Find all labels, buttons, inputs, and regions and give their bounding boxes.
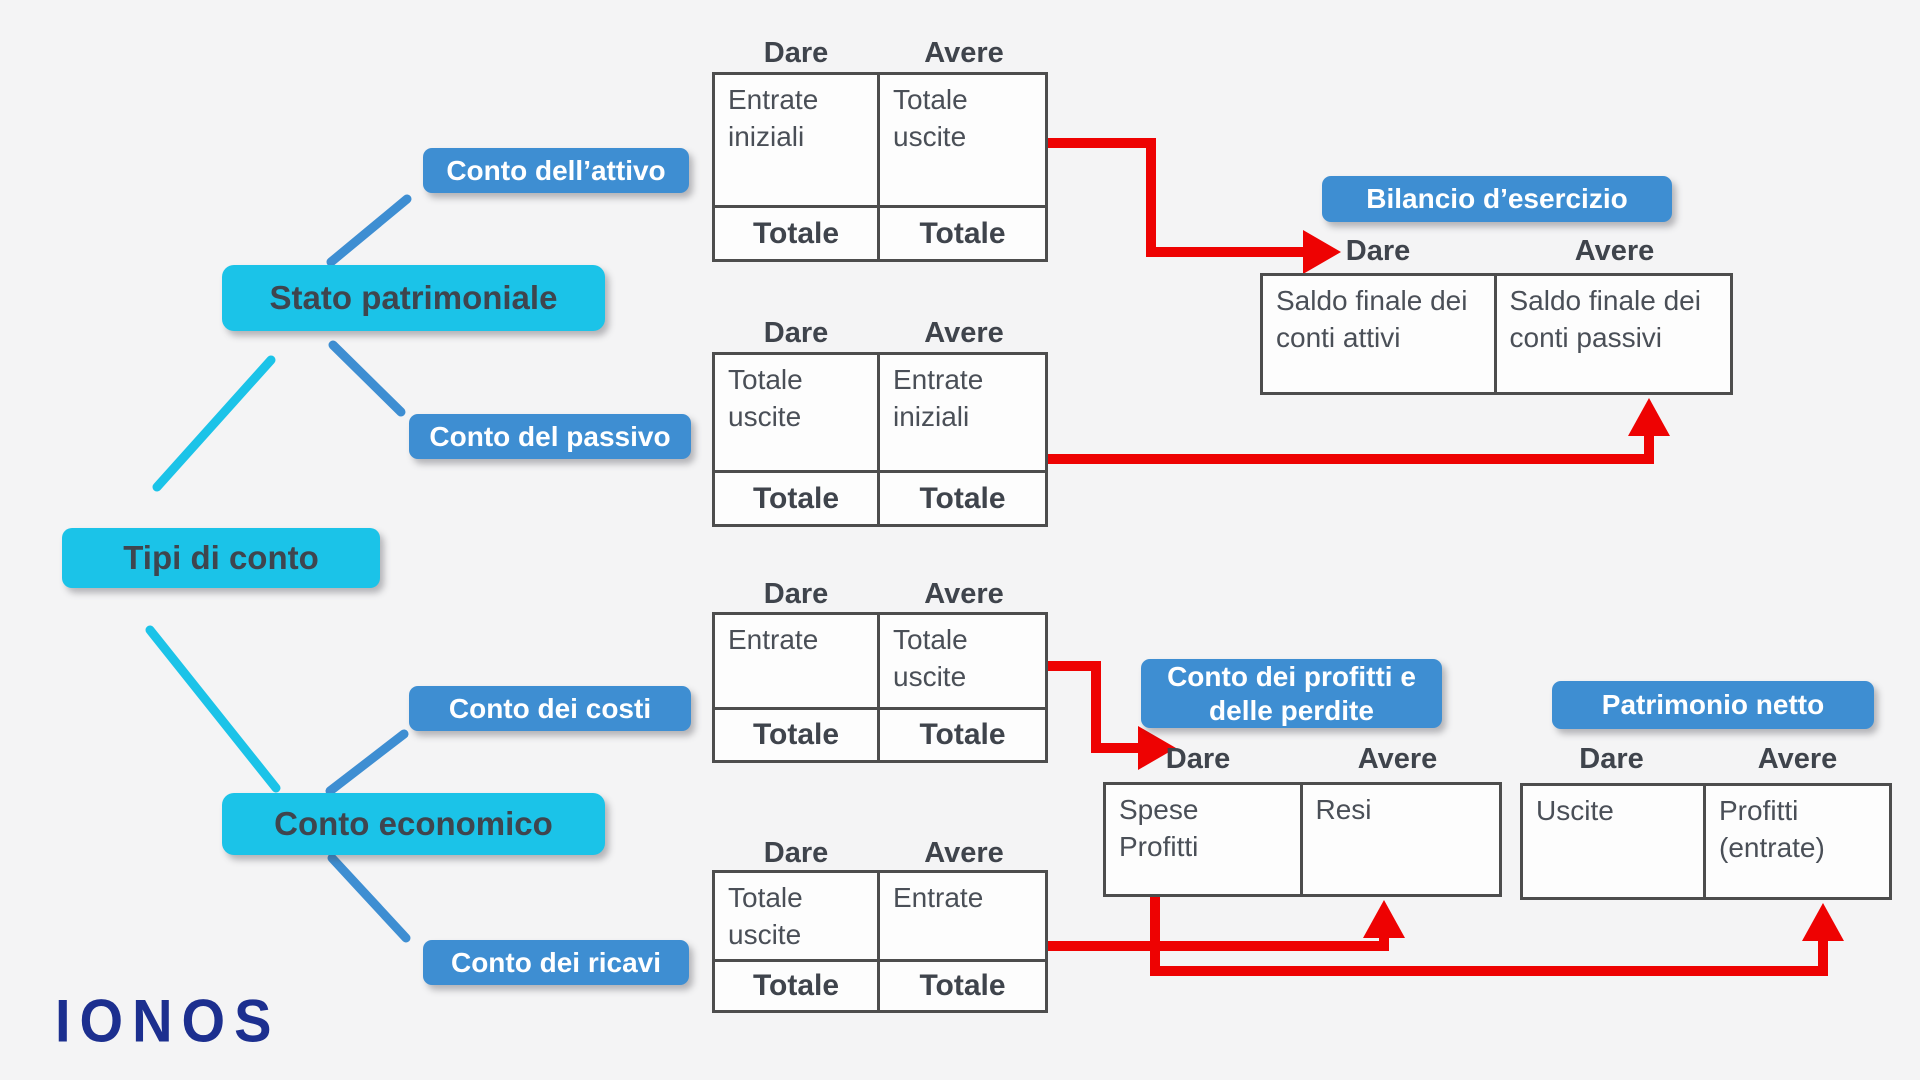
- node-conto-dei-ricavi: Conto dei ricavi: [423, 940, 689, 985]
- taccount-attivo-totale-dare: Totale: [715, 205, 880, 259]
- col-header-avere: Avere: [1574, 235, 1655, 267]
- profitti-avere-cell: Resi: [1315, 794, 1372, 825]
- bilancio-table: Saldo finale dei conti attivi Saldo fina…: [1260, 273, 1733, 395]
- col-header-dare: Dare: [763, 37, 829, 69]
- taccount-ricavi-dare-cell: Totale uscite: [715, 873, 880, 959]
- profitti-perdite-table: Spese Profitti Resi: [1103, 782, 1502, 897]
- taccount-costi-totale-avere: Totale: [880, 707, 1045, 760]
- col-header-dare: Dare: [1579, 743, 1644, 775]
- node-conto-profitti-perdite: Conto dei profitti e delle perdite: [1141, 659, 1442, 728]
- node-tipi-di-conto: Tipi di conto: [62, 528, 380, 588]
- node-conto-dei-costi: Conto dei costi: [409, 686, 691, 731]
- taccount-passivo-avere-cell: Entrate iniziali: [893, 364, 984, 432]
- taccount-ricavi-totale-dare: Totale: [715, 959, 880, 1010]
- taccount-passivo-totale-dare: Totale: [715, 470, 880, 524]
- connector-tipi-to-stato: [152, 355, 276, 492]
- taccount-ricavi-totale-avere: Totale: [880, 959, 1045, 1010]
- connector-economico-to-ricavi: [327, 853, 411, 943]
- taccount-ricavi: Totale uscite Entrate Totale Totale: [712, 870, 1048, 1013]
- node-conto-economico: Conto economico: [222, 793, 605, 855]
- col-header-dare: Dare: [763, 317, 829, 349]
- col-header-avere: Avere: [924, 578, 1004, 610]
- connector-economico-to-costi: [325, 729, 409, 796]
- bilancio-avere-cell: Saldo finale dei conti passivi: [1509, 285, 1701, 353]
- col-header-avere: Avere: [924, 317, 1004, 349]
- col-header-avere: Avere: [924, 837, 1004, 869]
- col-header-dare: Dare: [763, 578, 829, 610]
- connector-stato-to-passivo: [328, 340, 406, 417]
- patrimonio-avere-cell: Profitti (entrate): [1719, 795, 1825, 863]
- taccount-costi-totale-dare: Totale: [715, 707, 880, 760]
- connector-tipi-to-economico: [145, 625, 281, 793]
- taccount-attivo-avere-cell: Totale uscite: [893, 84, 968, 152]
- node-conto-del-passivo: Conto del passivo: [409, 414, 691, 459]
- col-header-avere: Avere: [924, 37, 1004, 69]
- col-header-avere: Avere: [1357, 743, 1438, 775]
- taccount-attivo-dare-cell: Entrate iniziali: [715, 75, 880, 205]
- taccount-costi-dare-cell: Entrate: [715, 615, 880, 707]
- connector-stato-to-attivo: [326, 194, 412, 267]
- ionos-logo: IONOS: [55, 986, 281, 1055]
- taccount-passivo: Totale uscite Entrate iniziali Totale To…: [712, 352, 1048, 527]
- node-stato-patrimoniale: Stato patrimoniale: [222, 265, 605, 331]
- bilancio-dare-cell: Saldo finale dei conti attivi: [1263, 276, 1497, 392]
- profitti-dare-cell: Spese Profitti: [1106, 785, 1303, 894]
- node-patrimonio-netto: Patrimonio netto: [1552, 681, 1874, 729]
- taccount-attivo: Entrate iniziali Totale uscite Totale To…: [712, 72, 1048, 262]
- taccount-passivo-totale-avere: Totale: [880, 470, 1045, 524]
- node-conto-dellattivo: Conto dell’attivo: [423, 148, 689, 193]
- node-bilancio-desercizio: Bilancio d’esercizio: [1322, 176, 1672, 222]
- col-header-dare: Dare: [1165, 743, 1231, 775]
- taccount-costi: Entrate Totale uscite Totale Totale: [712, 612, 1048, 763]
- taccount-passivo-dare-cell: Totale uscite: [715, 355, 880, 470]
- patrimonio-dare-cell: Uscite: [1523, 786, 1706, 897]
- taccount-attivo-totale-avere: Totale: [880, 205, 1045, 259]
- col-header-avere: Avere: [1757, 743, 1838, 775]
- taccount-ricavi-avere-cell: Entrate: [893, 882, 984, 913]
- patrimonio-netto-table: Uscite Profitti (entrate): [1520, 783, 1892, 900]
- taccount-costi-avere-cell: Totale uscite: [893, 624, 968, 692]
- col-header-dare: Dare: [1345, 235, 1411, 267]
- col-header-dare: Dare: [763, 837, 829, 869]
